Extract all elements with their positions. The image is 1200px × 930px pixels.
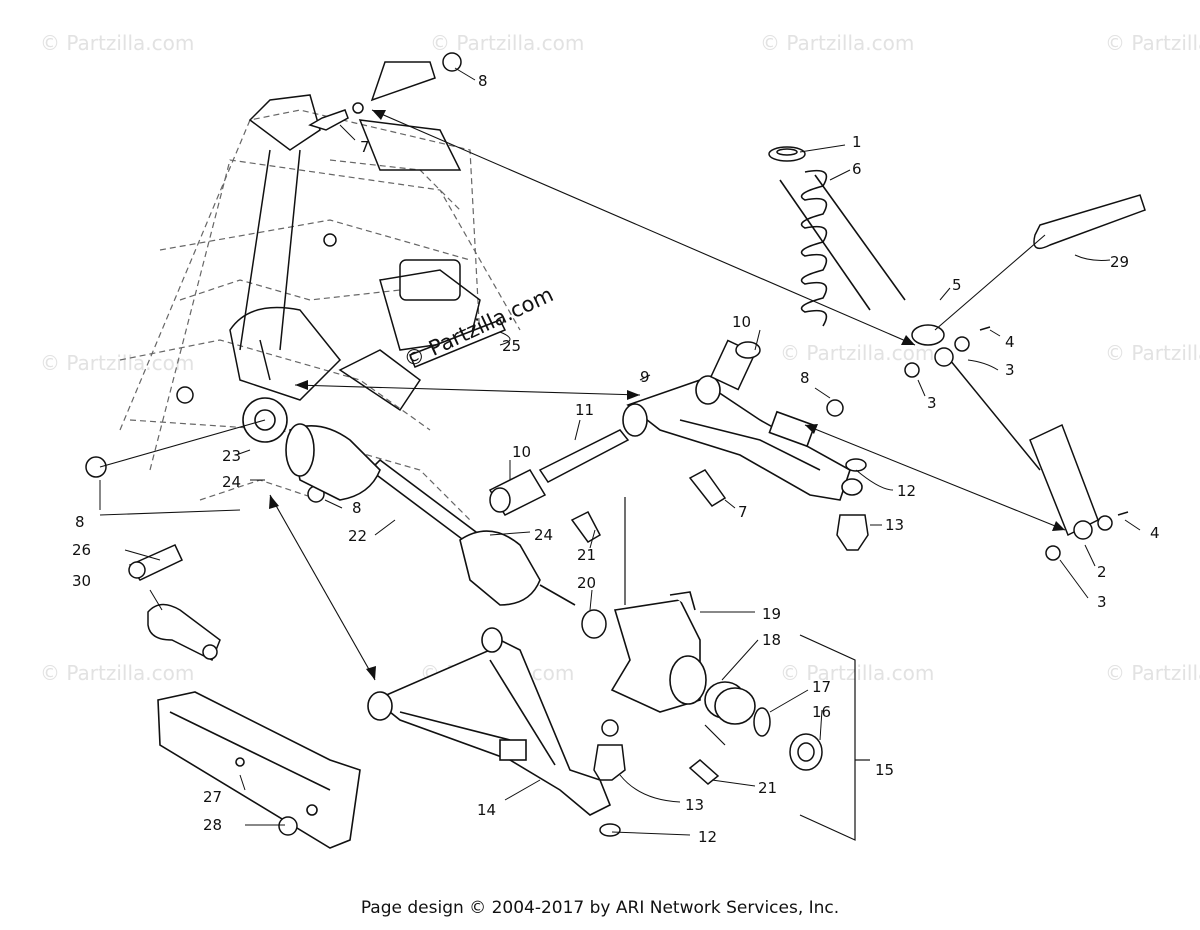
watermark: © Partzilla.com <box>760 31 914 55</box>
callout-29: 29 <box>1110 253 1129 271</box>
callout-27: 27 <box>203 788 222 806</box>
part-lower-a-arm <box>367 627 612 816</box>
callout-8: 8 <box>800 369 810 387</box>
part-bracket-pin <box>352 61 436 114</box>
part-bolt <box>308 109 727 507</box>
callout-24: 24 <box>222 473 241 491</box>
watermark: © Partzilla.com <box>1105 661 1200 685</box>
callout-13: 13 <box>685 796 704 814</box>
part-cv-axle <box>242 397 576 606</box>
watermarks: © Partzilla.com © Partzilla.com © Partzi… <box>40 31 1200 685</box>
callout-24: 24 <box>534 526 553 544</box>
callout-23: 23 <box>222 447 241 465</box>
callout-4: 4 <box>1150 524 1160 542</box>
kit-bracket <box>624 497 726 746</box>
part-nut <box>826 399 844 417</box>
callout-2: 2 <box>1097 563 1107 581</box>
part-shock-absorber <box>904 326 1129 561</box>
callout-11: 11 <box>575 401 594 419</box>
part-retaining-ring <box>753 707 771 737</box>
callout-18: 18 <box>762 631 781 649</box>
watermark: © Partzilla.com <box>40 31 194 55</box>
callout-30: 30 <box>72 572 91 590</box>
part-pivot-shaft <box>538 429 630 483</box>
part-spring-retainer <box>911 324 945 346</box>
callout-15: 15 <box>875 761 894 779</box>
callout-28: 28 <box>203 816 222 834</box>
callout-19: 19 <box>762 605 781 623</box>
callout-6: 6 <box>852 160 862 178</box>
part-grease-seal <box>789 733 823 771</box>
part-screw <box>278 816 298 836</box>
callout-8: 8 <box>478 72 488 90</box>
callout-12: 12 <box>698 828 717 846</box>
reference-arrows <box>99 109 1066 681</box>
callout-7: 7 <box>738 503 748 521</box>
callout-21: 21 <box>577 546 596 564</box>
watermark: © Partzilla.com <box>1105 341 1200 365</box>
part-spring-seat <box>768 146 806 162</box>
part-skid-plate <box>157 691 361 849</box>
part-bolt <box>128 544 183 581</box>
callout-8: 8 <box>75 513 85 531</box>
part-pivot-pin <box>147 603 221 662</box>
callout-17: 17 <box>812 678 831 696</box>
part-spanner-wrench <box>1033 194 1146 250</box>
callout-8: 8 <box>352 499 362 517</box>
callout-21: 21 <box>758 779 777 797</box>
callout-labels: 1 6 29 5 4 3 3 8 7 25 10 9 8 11 10 12 7 … <box>72 72 1160 846</box>
part-bushing <box>488 469 547 516</box>
callout-1: 1 <box>852 133 862 151</box>
callout-3: 3 <box>927 394 937 412</box>
callout-3: 3 <box>1097 593 1107 611</box>
watermark: © Partzilla.com <box>1105 31 1200 55</box>
callout-25: 25 <box>502 337 521 355</box>
part-steering-knuckle <box>610 591 707 713</box>
callout-7: 7 <box>360 138 370 156</box>
watermark-diagonal: © Partzilla.com <box>400 282 557 372</box>
part-seal <box>581 609 607 639</box>
part-upper-a-arm <box>622 375 863 501</box>
part-bolt <box>570 510 720 785</box>
watermark: © Partzilla.com <box>40 351 194 375</box>
arrow-heads <box>269 110 1065 680</box>
callout-5: 5 <box>952 276 962 294</box>
part-bushing <box>709 339 761 391</box>
part-coil-spring <box>779 169 906 327</box>
watermark: © Partzilla.com <box>780 661 934 685</box>
part-snap-ring <box>599 458 867 837</box>
callout-4: 4 <box>1005 333 1015 351</box>
footer-copyright: Page design © 2004-2017 by ARI Network S… <box>360 898 840 918</box>
watermark: © Partzilla.com <box>430 31 584 55</box>
callout-20: 20 <box>577 574 596 592</box>
callout-22: 22 <box>348 527 367 545</box>
part-ball-joint <box>593 514 869 781</box>
part-wheel-bearing <box>704 681 756 725</box>
callout-3: 3 <box>1005 361 1015 379</box>
kit-bracket <box>799 634 870 841</box>
callout-12: 12 <box>897 482 916 500</box>
callout-16: 16 <box>812 703 831 721</box>
frame-parts <box>176 94 481 412</box>
callout-9: 9 <box>640 368 650 386</box>
callout-10: 10 <box>512 443 531 461</box>
part-long-bolt <box>409 319 507 368</box>
watermark: © Partzilla.com <box>40 661 194 685</box>
callout-leaders <box>99 67 1141 836</box>
callout-26: 26 <box>72 541 91 559</box>
callout-13: 13 <box>885 516 904 534</box>
callout-10: 10 <box>732 313 751 331</box>
callout-14: 14 <box>477 801 496 819</box>
